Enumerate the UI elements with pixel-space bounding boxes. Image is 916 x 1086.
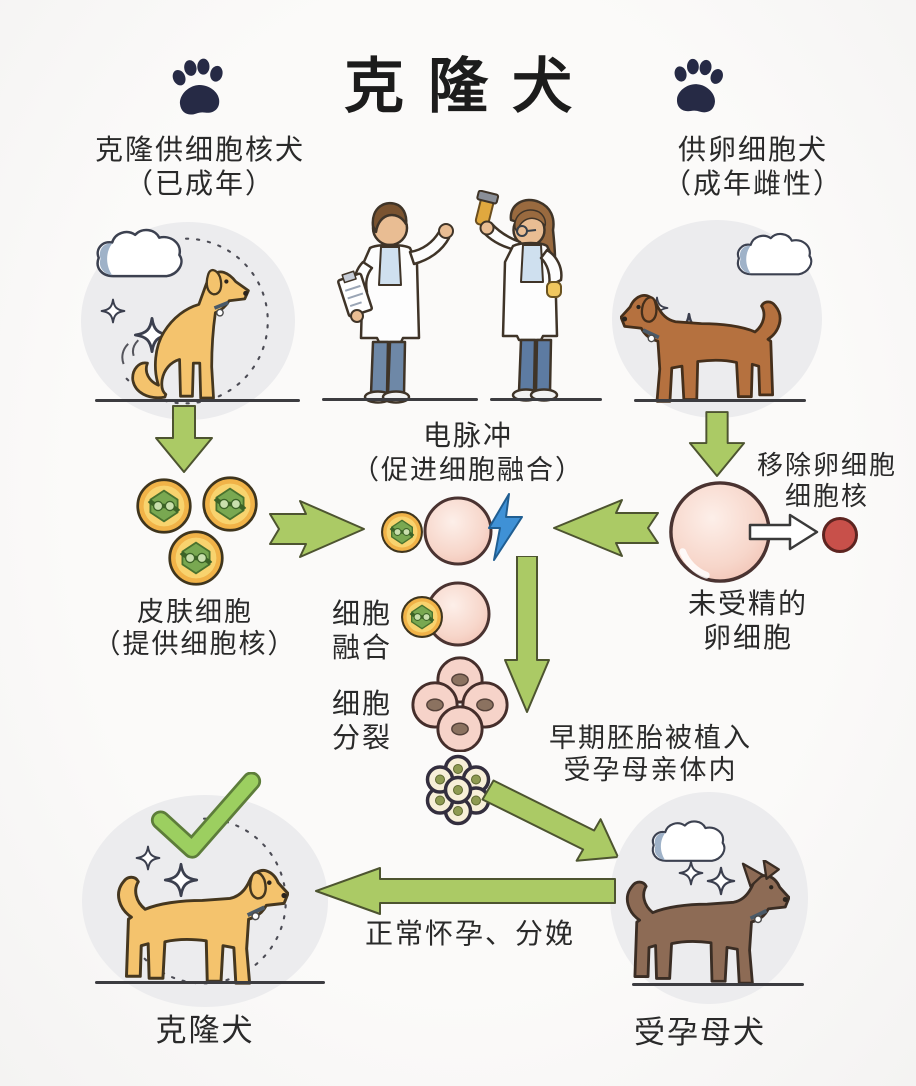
- paw-print-icon: [666, 55, 728, 117]
- skin-cells-label: 皮肤细胞 （提供细胞核）: [93, 597, 297, 660]
- cell-division-label: 细胞 分裂: [331, 689, 392, 754]
- cloned-dog-illustration: [92, 854, 289, 1002]
- arrow-left-icon: [553, 499, 659, 557]
- scientist-female: [474, 190, 563, 402]
- ground-line: [322, 398, 478, 401]
- cloned-dog-label: 克隆犬: [155, 1013, 255, 1048]
- arrow-down-icon: [688, 411, 746, 477]
- fused-cell-illustration: [400, 581, 491, 647]
- surrogate-dog-illustration: [602, 860, 790, 1001]
- surrogate-dog-label: 受孕母犬: [634, 1015, 766, 1050]
- lightning-icon: [488, 493, 523, 561]
- arrow-down-icon: [504, 556, 550, 713]
- scientists-illustration: [336, 190, 563, 404]
- paw-print-icon: [165, 54, 231, 120]
- fusion-cells-illustration: [380, 493, 523, 566]
- ground-line: [490, 398, 602, 401]
- electric-pulse-label: 电脉冲 （促进细胞融合）: [352, 421, 584, 485]
- skin-cells-illustration: [128, 470, 264, 592]
- unfertilized-egg-label: 未受精的 卵细胞: [687, 589, 808, 654]
- embryo-implant-label: 早期胚胎被植入 受孕母亲体内: [549, 723, 752, 786]
- egg-donor-dog-label: 供卵细胞犬 （成年雌性）: [662, 135, 843, 200]
- pregnancy-label: 正常怀孕、分娩: [364, 919, 575, 950]
- arrow-right-icon: [269, 500, 365, 558]
- ground-line: [95, 981, 325, 984]
- ground-line: [634, 399, 806, 402]
- arrow-down-right-icon: [481, 779, 619, 862]
- donor-dog-label: 克隆供细胞核犬 （已成年）: [94, 135, 305, 200]
- four-cell-embryo-illustration: [411, 656, 509, 752]
- checkmark-icon: [150, 772, 262, 859]
- arrow-left-icon: [315, 867, 616, 915]
- scientist-male: [336, 201, 454, 404]
- cell-fusion-label: 细胞 融合: [331, 599, 392, 664]
- cloud-icon: [733, 228, 817, 282]
- page-title: 克隆犬: [344, 54, 596, 120]
- morula-embryo-illustration: [425, 754, 491, 826]
- ground-line: [632, 983, 804, 986]
- test-tube-icon: [474, 190, 500, 227]
- remove-nucleus-label: 移除卵细胞 细胞核: [756, 451, 897, 512]
- donor-dog-illustration: [108, 252, 264, 422]
- ground-line: [95, 399, 300, 402]
- arrow-right-white-icon: [748, 513, 819, 551]
- removed-nucleus-illustration: [822, 517, 858, 553]
- arrow-down-icon: [155, 405, 213, 473]
